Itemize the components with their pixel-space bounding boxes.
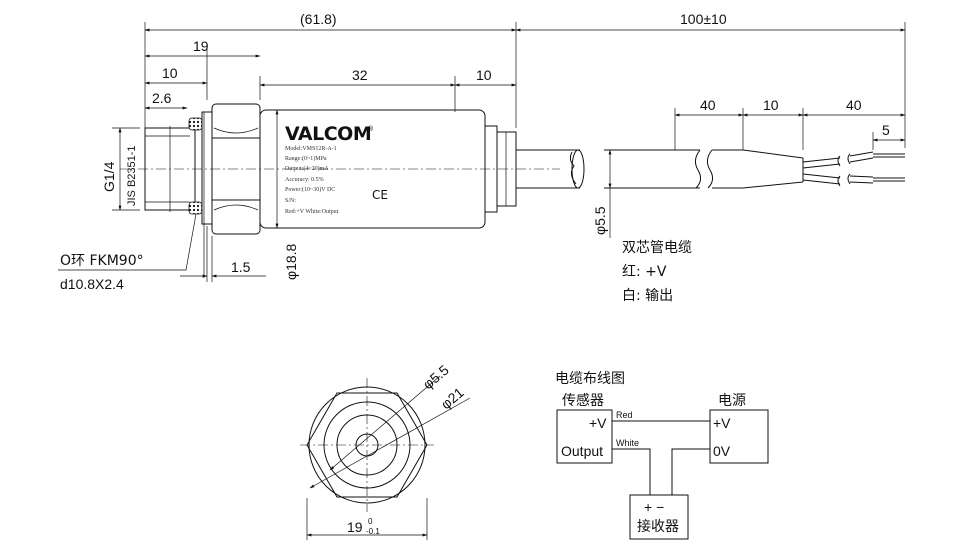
white-wire-label: White <box>616 438 639 448</box>
power-0v: 0V <box>713 443 731 459</box>
sensor-output: Output <box>561 443 603 459</box>
dim-40b: 40 <box>846 97 862 113</box>
label-line: Output:(4~20)mA <box>285 165 329 172</box>
sensor-vplus: +V <box>589 415 607 431</box>
cable-note-title: 双芯管电缆 <box>622 240 692 256</box>
label-line: Range:(0~1)MPa <box>285 155 327 162</box>
sensor-title: 传感器 <box>562 392 604 409</box>
dim-5: 5 <box>882 122 890 138</box>
label-line: Red:+V White:Output <box>285 209 339 215</box>
cable-note-white: 白: 输出 <box>622 288 673 304</box>
receiver-label: 接收器 <box>637 518 679 535</box>
end-dia-5-5: φ5.5 <box>420 362 452 393</box>
cable-diameter: φ5.5 <box>592 206 608 235</box>
thread-standard: JIS B2351-1 <box>126 145 138 206</box>
ce-mark: CE <box>372 188 388 202</box>
hex-size: 19 <box>347 519 363 535</box>
dim-40a: 40 <box>700 97 716 113</box>
registered-mark: ® <box>367 125 374 133</box>
dim-19: 19 <box>193 38 209 54</box>
dim-1-5: 1.5 <box>231 259 251 275</box>
side-view: VALCOM ® Model:VMS12R-A-1 Range:(0~1)MPa… <box>58 11 906 304</box>
red-wire-label: Red <box>616 410 633 420</box>
oring-size: d10.8X2.4 <box>60 276 124 292</box>
tol-lower: -0.1 <box>366 527 380 536</box>
dim-2-6: 2.6 <box>152 90 172 106</box>
label-line: Power:(10~30)V DC <box>285 186 335 193</box>
wiring-title: 电缆布线图 <box>555 371 625 387</box>
dim-cable-length: 100±10 <box>680 11 727 27</box>
label-line: S/N: <box>285 198 296 204</box>
cable-note-red: 红: +V <box>622 264 667 280</box>
label-line: Accuracy: 0.5% <box>285 177 324 183</box>
dim-10c: 10 <box>763 97 779 113</box>
end-dia-21: φ21 <box>438 384 467 412</box>
thread-size: G1/4 <box>101 161 117 192</box>
dim-10b: 10 <box>476 67 492 83</box>
power-title: 电源 <box>718 393 746 409</box>
dim-overall: (61.8) <box>300 11 337 27</box>
body-diameter: φ18.8 <box>283 243 299 280</box>
tol-upper: 0 <box>368 517 373 526</box>
oring-label: O环 FKM90° <box>60 253 144 269</box>
receiver-polarity: + − <box>644 499 664 515</box>
brand-logo: VALCOM <box>285 123 371 145</box>
power-vplus: +V <box>713 415 731 431</box>
label-lines: Model:VMS12R-A-1 Range:(0~1)MPa Output:(… <box>285 146 339 215</box>
dim-10a: 10 <box>162 65 178 81</box>
wiring-diagram: 电缆布线图 传感器 +V Output 电源 +V 0V Red White +… <box>555 371 769 540</box>
label-line: Model:VMS12R-A-1 <box>285 146 337 152</box>
end-view: φ5.5 φ21 19 0 -0.1 <box>300 362 471 540</box>
dim-32: 32 <box>352 67 368 83</box>
